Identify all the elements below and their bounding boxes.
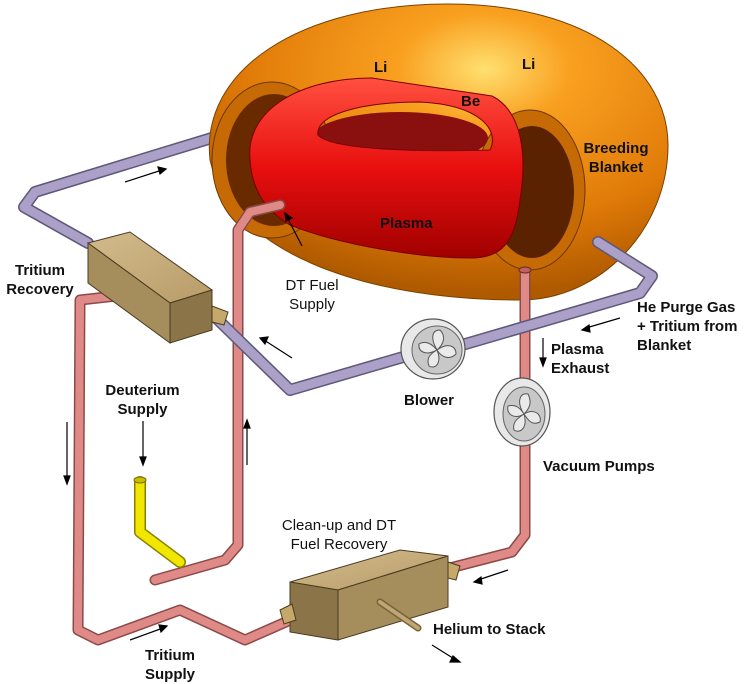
label-cleanup-dt-fuel-recovery: Clean-up and DT Fuel Recovery	[275, 516, 403, 554]
label-breeding-blanket-line1: Breeding	[583, 140, 649, 157]
arrow-helium-stack	[431, 644, 462, 663]
label-li-right: Li	[522, 56, 536, 73]
arrow-up	[243, 418, 251, 465]
label-plasma-exhaust-line2: Exhaust	[551, 360, 610, 377]
label-li-left: Li	[374, 59, 388, 76]
arrow-plasma-exhaust	[539, 338, 547, 368]
label-plasma-exhaust-line1: Plasma	[551, 341, 604, 358]
arrow-left-down	[63, 422, 71, 486]
label-breeding-blanket-line2: Blanket	[588, 159, 644, 176]
blower	[400, 318, 466, 380]
vacuum-pump	[493, 377, 551, 447]
label-vacuum-pumps: Vacuum Pumps	[543, 458, 655, 475]
plasma-ring	[249, 77, 524, 259]
label-he-purge-gas-line3: Blanket	[637, 337, 692, 354]
tritium-recovery-box	[86, 231, 229, 344]
label-blower: Blower	[404, 392, 455, 409]
arrow-tritium-supply	[129, 624, 169, 641]
arrow-cleanup-in	[472, 569, 509, 585]
exhaust-stub	[518, 266, 532, 274]
purge-gas-pipe-front	[204, 236, 658, 396]
label-dt-fuel-supply-line2: Supply	[289, 296, 335, 313]
label-deuterium-supply-line1: Deuterium	[105, 382, 180, 399]
label-cleanup-line2: Fuel Recovery	[290, 536, 388, 553]
label-cleanup-line1: Clean-up and DT	[281, 517, 397, 534]
label-he-purge-gas-line2: + Tritium from	[637, 318, 738, 335]
cleanup-box	[279, 549, 461, 641]
label-plasma: Plasma	[380, 215, 433, 232]
deuterium-pipe	[133, 476, 186, 568]
label-plasma-exhaust: Plasma Exhaust	[551, 340, 609, 378]
arrow-purge-blower	[258, 336, 293, 359]
arrow-dt-fuel	[284, 211, 303, 247]
label-deuterium-supply: Deuterium Supply	[95, 381, 190, 419]
label-breeding-blanket: Breeding Blanket	[575, 139, 657, 177]
flow-arrows	[63, 166, 621, 663]
label-tritium-supply: Tritium Supply	[130, 646, 210, 684]
label-tritium-recovery-line1: Tritium	[14, 262, 65, 279]
arrow-deuterium	[139, 421, 147, 467]
arrow-purge-top	[124, 166, 168, 183]
label-deuterium-supply-line2: Supply	[117, 401, 168, 418]
label-dt-fuel-supply: DT Fuel Supply	[272, 276, 352, 314]
label-tritium-recovery-line2: Recovery	[6, 281, 74, 298]
label-tritium-supply-line2: Supply	[144, 666, 195, 683]
purge-gas-pipe	[18, 131, 221, 249]
label-he-purge-gas: He Purge Gas + Tritium from Blanket	[637, 298, 737, 355]
label-dt-fuel-supply-line1: DT Fuel	[285, 277, 339, 294]
label-helium-to-stack: Helium to Stack	[433, 621, 546, 638]
arrow-he-purge	[580, 317, 621, 333]
label-tritium-supply-line1: Tritium	[144, 647, 195, 664]
label-he-purge-gas-line1: He Purge Gas	[637, 299, 736, 316]
label-tritium-recovery: Tritium Recovery	[0, 261, 80, 299]
label-be: Be	[461, 93, 481, 110]
